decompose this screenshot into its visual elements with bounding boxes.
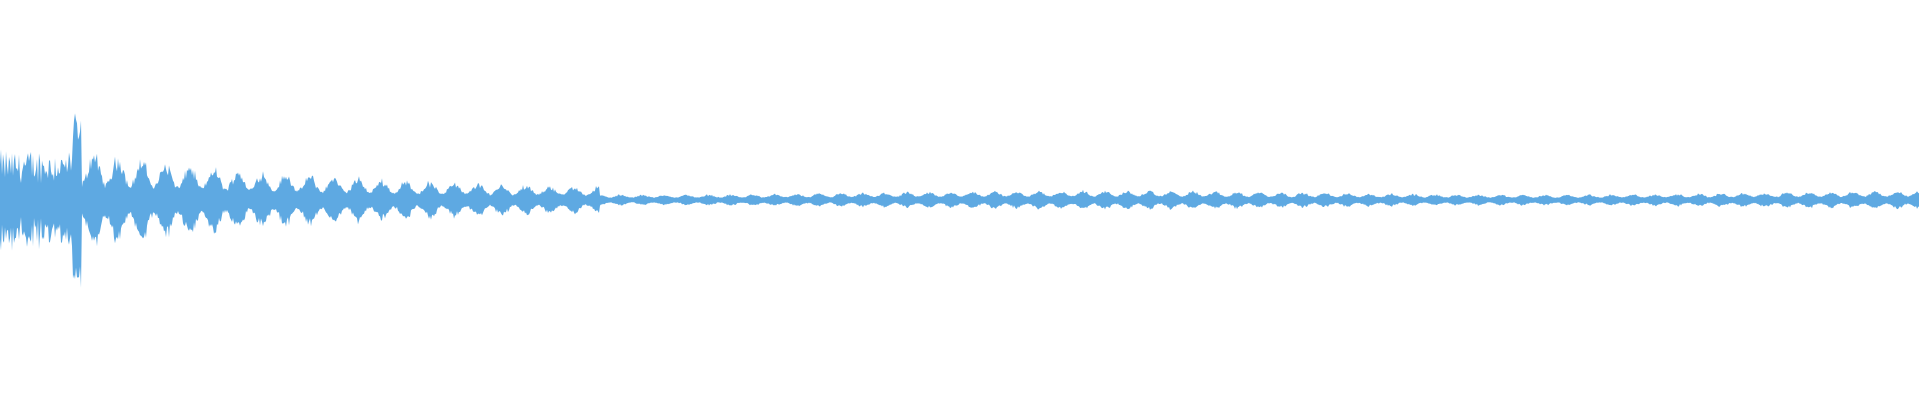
waveform-trace (0, 113, 1919, 288)
